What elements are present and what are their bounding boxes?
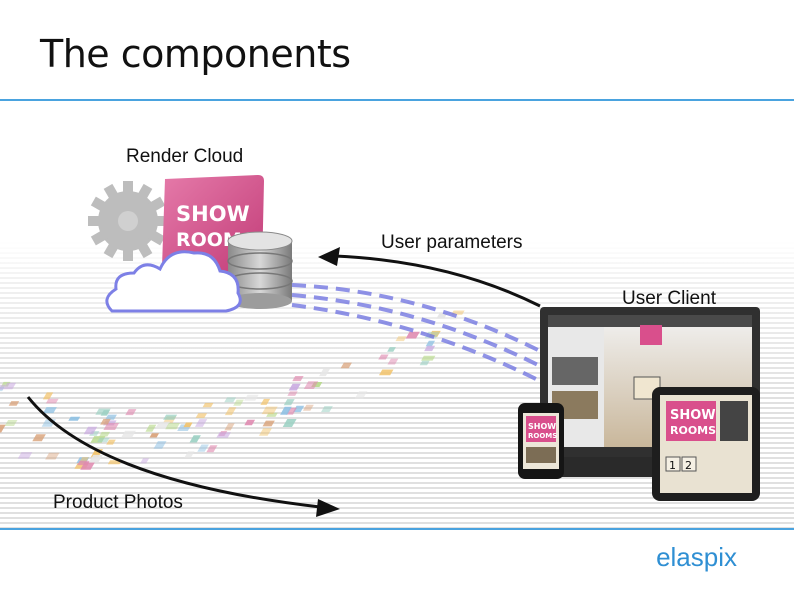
slide-title: The components [40, 32, 351, 76]
tablet-device: SHOW ROOMS 1 2 [652, 387, 760, 501]
showrooms-logo-text: SHOW [176, 202, 250, 226]
gear-icon [88, 181, 168, 261]
phone-device: SHOW ROOMS [518, 403, 564, 479]
product-photos-label: Product Photos [53, 492, 183, 513]
title-divider [0, 99, 794, 101]
tablet-logo-text: SHOW [670, 408, 716, 423]
product-photos-arrow [26, 396, 340, 517]
user-parameters-label: User parameters [381, 232, 523, 253]
footer-divider [0, 528, 794, 530]
phone-logo-subtext: ROOMS [528, 432, 557, 440]
tablet-number-1: 1 [669, 459, 676, 472]
brand-name: elaspix [656, 542, 737, 572]
phone-logo-text: SHOW [528, 422, 556, 431]
render-cloud-label: Render Cloud [126, 146, 244, 167]
data-stream-lines [291, 283, 541, 383]
components-diagram: SHOW ROOMS [0, 175, 794, 528]
user-parameters-arrow [318, 247, 541, 308]
tablet-logo-subtext: ROOMS [670, 424, 716, 437]
user-client-label: User Client [622, 288, 716, 309]
tablet-number-2: 2 [685, 459, 692, 472]
cloud-icon [105, 250, 242, 313]
product-photo-tiles [0, 310, 465, 470]
